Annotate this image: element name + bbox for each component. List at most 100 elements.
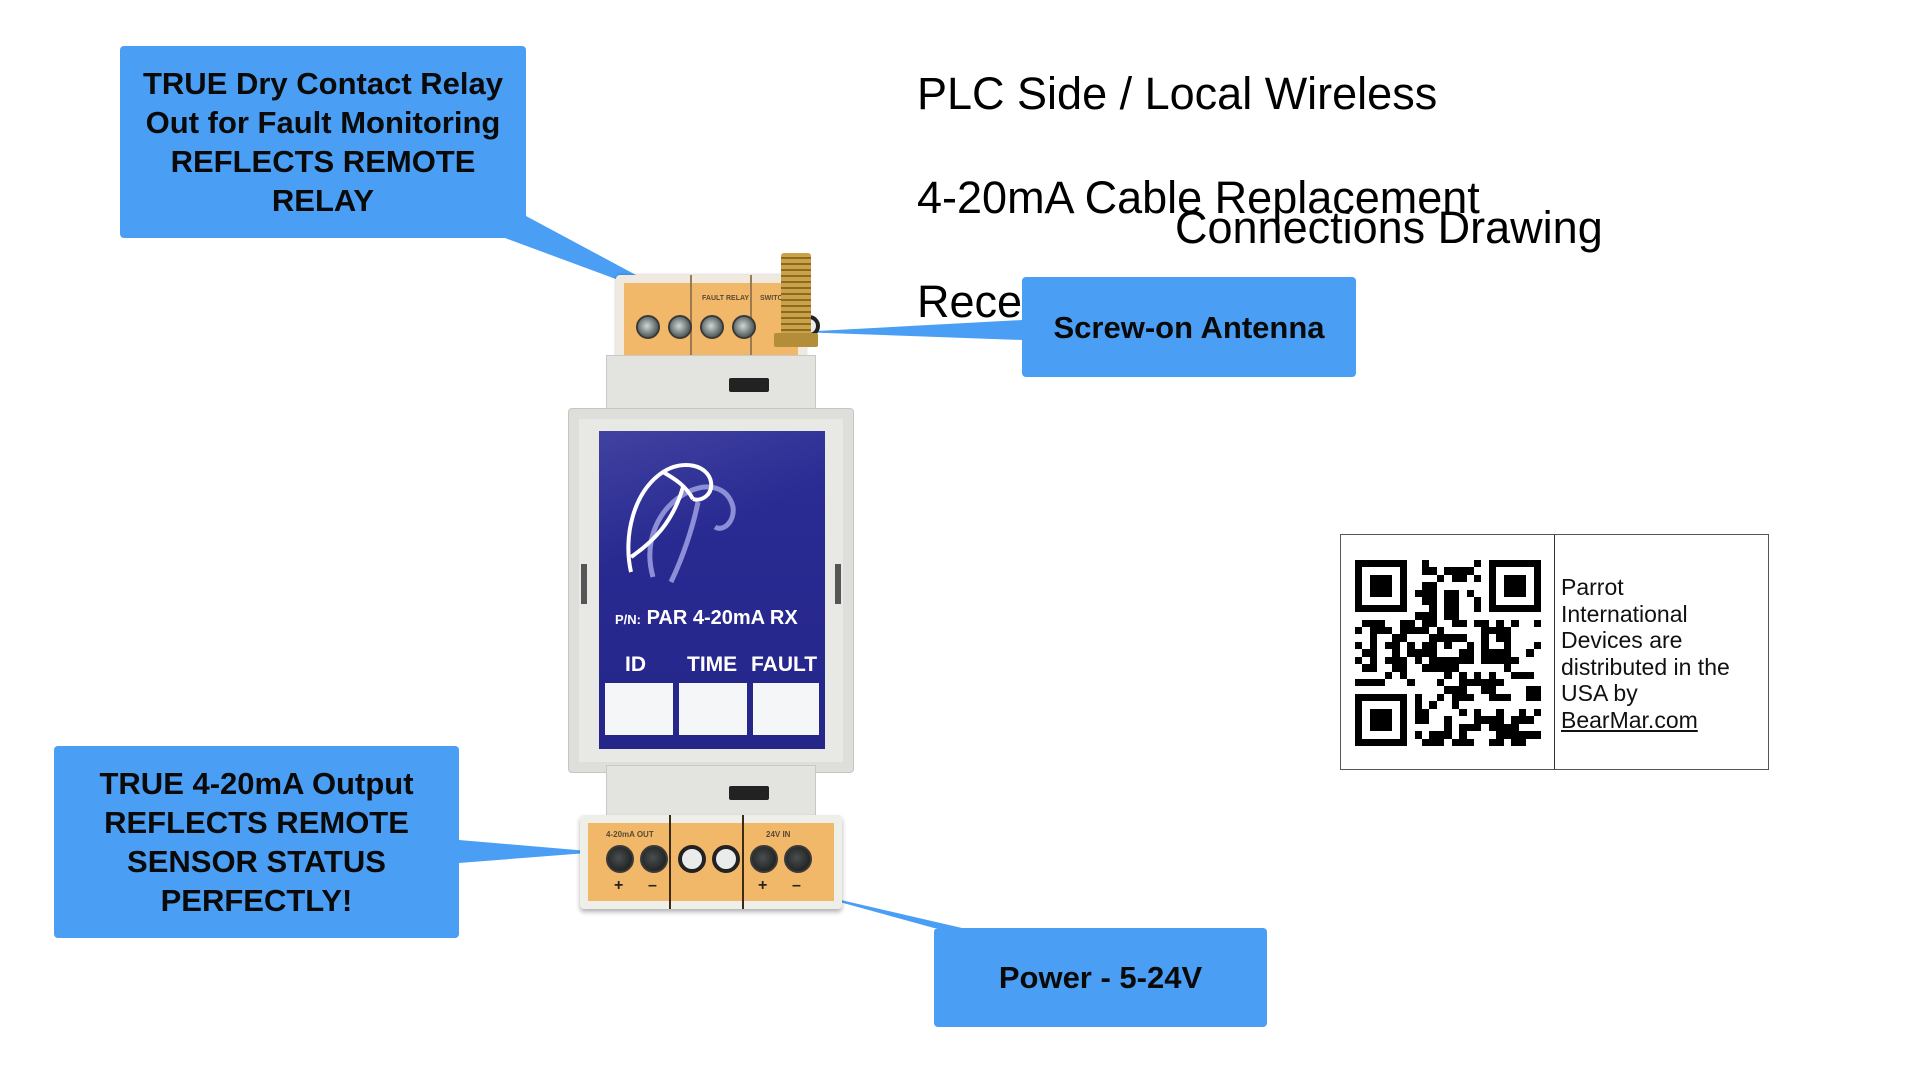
qr-module: [1511, 560, 1519, 568]
qr-module: [1488, 649, 1497, 657]
page-subtitle: Connections Drawing: [1175, 202, 1603, 253]
qr-module: [1488, 574, 1497, 583]
qr-module: [1466, 738, 1475, 746]
qr-module: [1399, 567, 1408, 575]
title-line-1: PLC Side / Local Wireless: [917, 68, 1438, 119]
qr-module: [1369, 626, 1378, 635]
qr-module: [1355, 731, 1363, 739]
output-minus-sign: –: [648, 877, 657, 894]
qr-module: [1369, 619, 1378, 627]
qr-module: [1384, 723, 1393, 732]
qr-module: [1503, 731, 1512, 739]
qr-module: [1444, 567, 1452, 575]
qr-module: [1392, 738, 1400, 746]
din-clip: [729, 786, 769, 800]
qr-module: [1355, 574, 1363, 583]
qr-module: [1526, 731, 1534, 739]
qr-module: [1518, 604, 1527, 613]
qr-module: [1503, 693, 1512, 702]
qr-module: [1369, 693, 1378, 702]
top-terminal-block: FAULT RELAY SWITCH: [616, 253, 820, 363]
qr-module: [1414, 716, 1422, 724]
qr-module: [1511, 731, 1519, 739]
qr-module: [1414, 649, 1422, 657]
qr-module: [1399, 604, 1408, 613]
qr-module: [1503, 656, 1512, 665]
qr-module: [1384, 560, 1393, 568]
qr-module: [1533, 693, 1541, 702]
qr-module: [1436, 738, 1445, 746]
fault-relay-screw: [732, 315, 756, 339]
qr-module: [1444, 671, 1452, 680]
receiver-device: FAULT RELAY SWITCH P/N: PAR 4-20mA RX: [568, 253, 854, 909]
qr-module: [1369, 634, 1378, 642]
parrot-logo-icon: [626, 463, 736, 584]
qr-module: [1459, 649, 1467, 657]
qr-module: [1429, 656, 1437, 665]
qr-module: [1355, 716, 1363, 724]
part-number-prefix: P/N:: [615, 612, 641, 627]
qr-module: [1511, 656, 1519, 665]
qr-code-icon[interactable]: [1355, 560, 1541, 746]
qr-module: [1496, 619, 1504, 627]
qr-module: [1377, 723, 1385, 732]
qr-module: [1399, 597, 1408, 605]
qr-module: [1407, 649, 1415, 657]
distributor-line: USA by: [1561, 680, 1638, 706]
qr-module: [1459, 723, 1467, 732]
qr-module: [1488, 738, 1497, 746]
output-callout-line: SENSOR STATUS: [127, 844, 386, 879]
id-column-header: ID: [625, 653, 646, 676]
qr-module: [1355, 656, 1363, 665]
qr-module: [1518, 589, 1527, 598]
qr-module: [1444, 731, 1452, 739]
qr-module: [1399, 619, 1408, 627]
qr-module: [1369, 716, 1378, 724]
bottom-terminal-block: 4-20mA OUT 24V IN + – + –: [580, 815, 842, 909]
qr-module: [1518, 731, 1527, 739]
qr-module: [1421, 597, 1430, 605]
qr-module: [1488, 693, 1497, 702]
qr-module: [1488, 679, 1497, 687]
qr-module: [1496, 731, 1504, 739]
distributor-line: International: [1561, 600, 1688, 627]
qr-module: [1526, 693, 1534, 702]
qr-module: [1451, 664, 1460, 672]
id-write-box: [605, 683, 673, 735]
qr-module: [1436, 664, 1445, 672]
qr-module: [1474, 679, 1482, 687]
qr-module: [1429, 738, 1437, 746]
qr-module: [1488, 686, 1497, 694]
qr-module: [1429, 567, 1437, 575]
qr-module: [1451, 574, 1460, 583]
qr-module: [1421, 619, 1430, 627]
qr-module: [1414, 693, 1422, 702]
distributor-link[interactable]: BearMar.com: [1561, 706, 1698, 733]
qr-module: [1355, 597, 1363, 605]
qr-module: [1421, 560, 1430, 568]
qr-module: [1421, 664, 1430, 672]
qr-module: [1474, 619, 1482, 627]
qr-module: [1369, 649, 1378, 657]
qr-module: [1444, 641, 1452, 650]
qr-module: [1421, 716, 1430, 724]
qr-module: [1451, 686, 1460, 694]
fault-column-header: FAULT: [751, 653, 818, 676]
qr-module: [1533, 731, 1541, 739]
qr-module: [1444, 612, 1452, 620]
qr-module: [1496, 626, 1504, 635]
output-callout: TRUE 4-20mA Output REFLECTS REMOTE SENSO…: [54, 746, 459, 938]
qr-module: [1533, 560, 1541, 568]
qr-module: [1451, 612, 1460, 620]
qr-module: [1451, 597, 1460, 605]
qr-module: [1518, 671, 1527, 680]
qr-module: [1459, 708, 1467, 717]
qr-module: [1511, 574, 1519, 583]
qr-module: [1377, 708, 1385, 717]
qr-module: [1533, 708, 1541, 717]
part-number-value: PAR 4-20mA RX: [646, 607, 798, 629]
qr-module: [1355, 567, 1363, 575]
qr-module: [1511, 619, 1519, 627]
qr-module: [1459, 679, 1467, 687]
qr-module: [1414, 701, 1422, 709]
